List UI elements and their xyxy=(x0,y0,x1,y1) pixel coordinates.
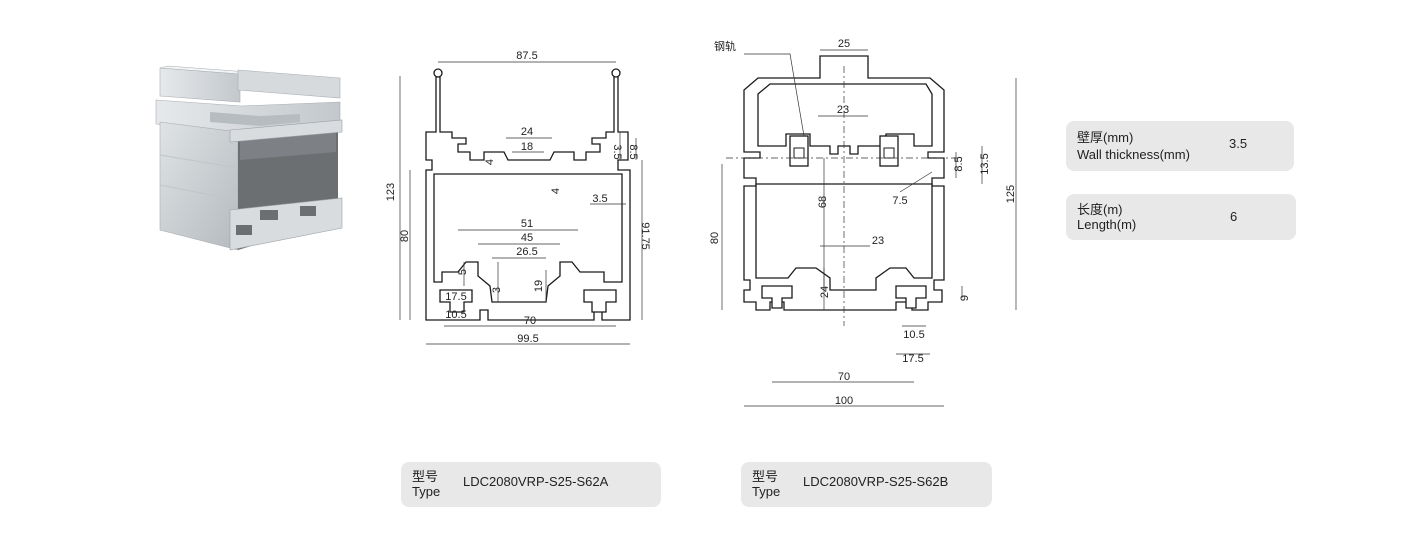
dim-b-13-5: 13.5 xyxy=(979,153,991,174)
dim-a-3-5-top: 3.5 xyxy=(611,144,623,159)
dim-a-4-left: 4 xyxy=(484,159,496,165)
dim-b-8-5: 8.5 xyxy=(953,156,965,171)
profile-3d-render xyxy=(155,65,343,251)
dim-b-10-5: 10.5 xyxy=(903,329,924,341)
dim-a-45: 45 xyxy=(521,232,533,244)
drawing-b: 钢轨 25 23 68 7.5 8.5 13.5 125 80 23 24 9 … xyxy=(709,38,1017,407)
drawing-a: 87.5 24 18 3.5 8.5 4 4 3.5 123 80 91.75 … xyxy=(385,50,651,345)
dim-a-18: 18 xyxy=(521,141,533,153)
type-box-b: 型号 Type LDC2080VRP-S25-S62B xyxy=(741,462,992,507)
spec-label-en: Length(m) xyxy=(1077,217,1137,232)
dim-a-80: 80 xyxy=(399,230,411,242)
spec-value: 3.5 xyxy=(1229,136,1248,151)
dim-a-8-5: 8.5 xyxy=(627,144,639,159)
dim-b-100: 100 xyxy=(835,395,853,407)
spec-label-cn: 长度(m) xyxy=(1077,202,1123,217)
dim-a-3: 3 xyxy=(491,287,503,293)
dim-b-23-top: 23 xyxy=(837,104,849,116)
spec-length: 长度(m) Length(m) 6 xyxy=(1066,194,1296,240)
dim-a-70: 70 xyxy=(524,315,536,327)
dim-b-70: 70 xyxy=(838,371,850,383)
type-box-a: 型号 Type LDC2080VRP-S25-S62A xyxy=(401,462,661,507)
spec-value: 6 xyxy=(1230,209,1238,224)
dim-b-9: 9 xyxy=(959,295,971,301)
dim-a-51: 51 xyxy=(521,218,533,230)
dim-b-7-5: 7.5 xyxy=(892,195,907,207)
spec-label-cn: 壁厚(mm) xyxy=(1077,130,1134,145)
dim-a-91-75: 91.75 xyxy=(639,222,651,250)
dim-a-4-right: 4 xyxy=(550,188,562,194)
dim-a-17-5: 17.5 xyxy=(445,291,466,303)
dim-b-24: 24 xyxy=(819,286,831,298)
dim-a-3-5: 3.5 xyxy=(592,193,607,205)
type-label-cn: 型号 xyxy=(412,469,439,484)
dim-a-24: 24 xyxy=(521,126,533,138)
dim-a-19: 19 xyxy=(533,280,545,292)
spec-label-en: Wall thickness(mm) xyxy=(1077,147,1190,162)
dim-b-80: 80 xyxy=(709,232,721,244)
dim-a-87-5: 87.5 xyxy=(516,50,537,62)
callout-steel-rail: 钢轨 xyxy=(714,39,736,53)
dim-a-99-5: 99.5 xyxy=(517,333,538,345)
dim-a-5: 5 xyxy=(457,269,469,275)
dim-a-123: 123 xyxy=(385,183,397,201)
dim-b-23-mid: 23 xyxy=(872,235,884,247)
type-label-en: Type xyxy=(412,484,441,499)
dim-a-26-5: 26.5 xyxy=(516,246,537,258)
dim-b-17-5: 17.5 xyxy=(902,353,923,365)
type-label-cn: 型号 xyxy=(752,469,779,484)
dim-a-10-5: 10.5 xyxy=(445,309,466,321)
type-label-en: Type xyxy=(752,484,781,499)
dim-b-125: 125 xyxy=(1005,185,1017,203)
spec-wall-thickness: 壁厚(mm) Wall thickness(mm) 3.5 xyxy=(1066,121,1294,171)
type-value: LDC2080VRP-S25-S62B xyxy=(803,474,949,489)
dim-b-25: 25 xyxy=(838,38,850,50)
type-value: LDC2080VRP-S25-S62A xyxy=(463,474,609,489)
dim-b-68: 68 xyxy=(817,196,829,208)
